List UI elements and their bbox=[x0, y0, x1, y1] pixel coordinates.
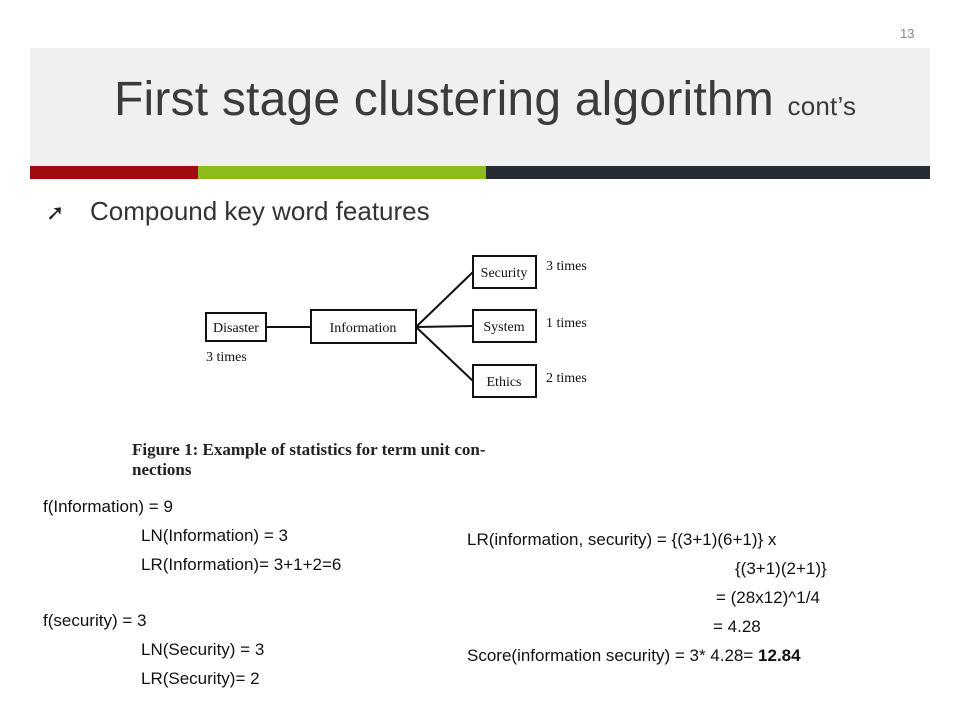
caption-line-1: Figure 1: Example of statistics for term… bbox=[132, 440, 486, 459]
caption-line-2: nections bbox=[132, 460, 192, 479]
arrow-up-icon: ➚ bbox=[46, 200, 65, 225]
formula-f-information: f(Information) = 9 bbox=[43, 497, 173, 516]
slide-title: First stage clustering algorithm cont’s bbox=[114, 72, 856, 127]
accent-bar-red bbox=[30, 166, 198, 179]
node-information-label: Information bbox=[330, 321, 397, 336]
node-system-box bbox=[472, 309, 537, 343]
term-connection-diagram: Disaster Information Security System Eth… bbox=[205, 255, 587, 398]
score-prefix: Score(information security) = 3* 4.28= bbox=[467, 646, 759, 665]
edge-information-ethics bbox=[415, 326, 474, 382]
title-suffix: cont’s bbox=[787, 91, 857, 121]
node-ethics-label: Ethics bbox=[487, 375, 522, 390]
page-number: 13 bbox=[900, 26, 915, 41]
node-disaster-box bbox=[205, 312, 267, 342]
count-ethics: 2 times bbox=[546, 371, 587, 386]
count-disaster: 3 times bbox=[206, 350, 247, 365]
formula-lr-line4: = 4.28 bbox=[713, 617, 761, 636]
formula-lr-line2: {(3+1)(2+1)} bbox=[735, 559, 827, 578]
formula-lr-line1: LR(information, security) = {(3+1)(6+1)}… bbox=[467, 530, 777, 549]
formula-lr-line3: = (28x12)^1/4 bbox=[716, 588, 820, 607]
edge-information-system bbox=[415, 325, 474, 328]
edge-information-security bbox=[415, 271, 474, 328]
formula-ln-security: LN(Security) = 3 bbox=[141, 640, 265, 659]
bullet-text: Compound key word features bbox=[90, 196, 430, 226]
node-security-box bbox=[472, 255, 537, 289]
bullet-item: ➚ Compound key word features bbox=[46, 196, 430, 227]
count-security: 3 times bbox=[546, 259, 587, 274]
node-information-box bbox=[310, 309, 417, 344]
formula-score: Score(information security) = 3* 4.28= 1… bbox=[467, 646, 801, 666]
formula-lr-security: LR(Security)= 2 bbox=[141, 669, 260, 688]
title-main: First stage clustering algorithm bbox=[114, 73, 788, 126]
node-disaster-label: Disaster bbox=[213, 321, 259, 336]
accent-bar-green bbox=[198, 166, 486, 179]
node-system-label: System bbox=[483, 320, 524, 335]
node-security-label: Security bbox=[481, 266, 528, 281]
formula-lr-information: LR(Information)= 3+1+2=6 bbox=[141, 555, 342, 574]
title-band: First stage clustering algorithm cont’s bbox=[30, 48, 930, 166]
score-value: 12.84 bbox=[758, 646, 801, 665]
formula-ln-information: LN(Information) = 3 bbox=[141, 526, 288, 545]
node-ethics-box bbox=[472, 364, 537, 398]
accent-bar-dark bbox=[486, 166, 930, 179]
formula-f-security: f(security) = 3 bbox=[43, 611, 147, 630]
count-system: 1 times bbox=[546, 316, 587, 331]
figure-caption: Figure 1: Example of statistics for term… bbox=[132, 440, 632, 480]
